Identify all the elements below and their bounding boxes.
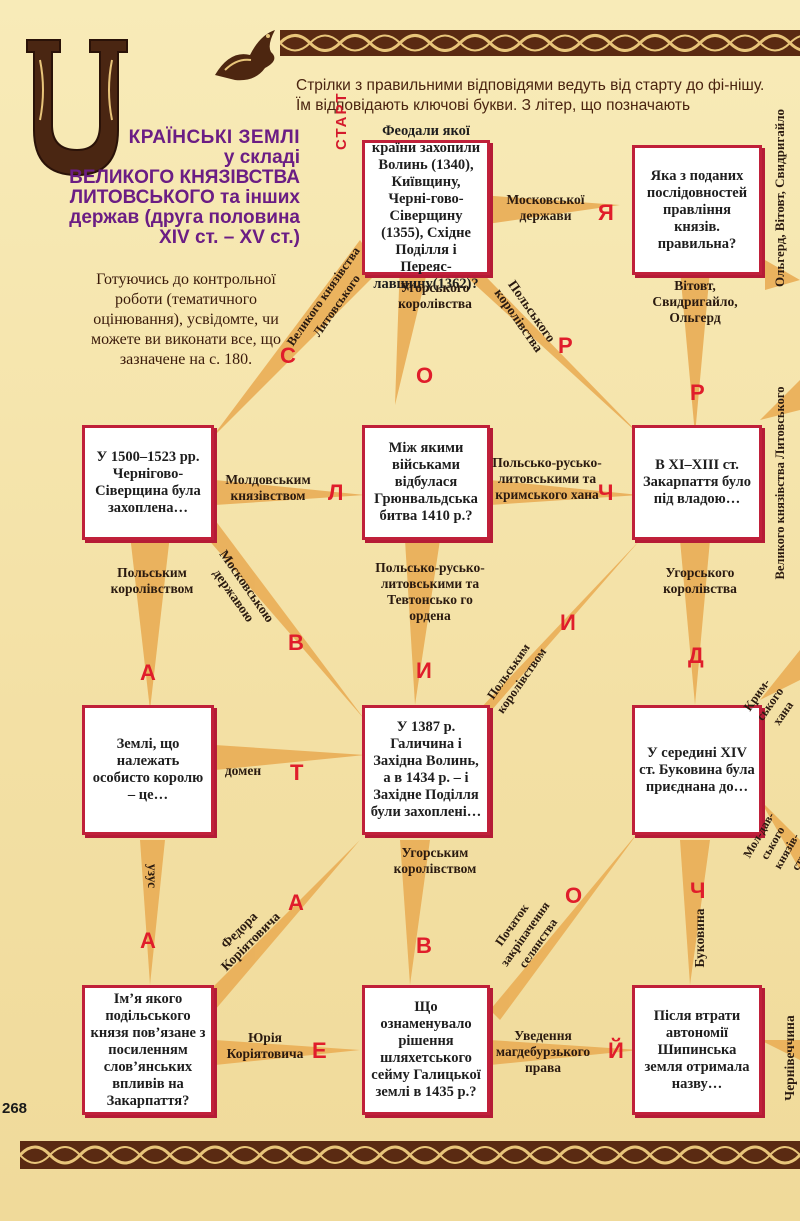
question-box-10: Що ознаменувало рішення шляхетського сей… xyxy=(362,985,490,1115)
question-box-5: В XI–XIII ст. Закарпаття було під владою… xyxy=(632,425,762,540)
answer-label-moskovskoi: Московської держави xyxy=(506,192,585,223)
key-letter: Д xyxy=(688,643,704,668)
question-box-2: Яка з поданих послідовностей правління к… xyxy=(632,145,762,275)
answer-label-velykoho-right: Великого князівства Литовського xyxy=(773,386,787,580)
intro-text: Стрілки з правильними відповідями ведуть… xyxy=(296,77,765,114)
answer-label-polsko-tevton: Польсько-русько-литовськими та Тевтонськ… xyxy=(375,560,485,623)
answer-label-mahdeburzkoho: Уведення магдебурзького права xyxy=(495,1028,591,1075)
answer-label-chernivechyna: Чернівеччина xyxy=(782,1015,797,1101)
key-letter: Т xyxy=(290,760,304,785)
key-letter: О xyxy=(416,363,434,388)
key-letter: О xyxy=(565,883,583,908)
initial-letter-u-icon xyxy=(26,39,128,177)
key-letter: С xyxy=(280,343,296,368)
key-letter: Я xyxy=(598,200,614,225)
answer-label-polskym-left: Польським королівством xyxy=(110,565,194,596)
key-letter: И xyxy=(416,658,432,683)
page-number: 268 xyxy=(2,1100,28,1117)
key-letter: Р xyxy=(690,380,705,405)
key-letter: А xyxy=(288,890,304,915)
page-title: КРАЇНСЬКІ ЗЕМЛІ у складі ВЕЛИКОГО КНЯЗІВ… xyxy=(69,127,300,248)
question-box-6: Землі, що належать особисто королю – це… xyxy=(82,705,214,835)
question-box-9: Ім’я якого подільського князя пов’язане … xyxy=(82,985,214,1115)
key-letter: А xyxy=(140,660,156,685)
question-box-4: Між якими військами відбулася Грюнвальдс… xyxy=(362,425,490,540)
key-letter: И xyxy=(560,610,576,635)
key-letter: Л xyxy=(328,480,344,505)
question-box-3: У 1500–1523 рр. Чернігово-Сіверщина була… xyxy=(82,425,214,540)
ornament-border-top xyxy=(280,30,800,56)
key-letter: Й xyxy=(608,1038,624,1063)
key-letter: Ч xyxy=(690,878,706,903)
prep-text: Готуючись до контрольної роботи (тематич… xyxy=(91,271,281,368)
answer-label-uzus: узус xyxy=(145,863,160,889)
key-letter: Р xyxy=(558,333,573,358)
answer-label-uhorskym: Угорським королівством xyxy=(393,845,477,876)
key-letter: В xyxy=(288,630,304,655)
answer-label-vytovt: Вітовт, Свидригайло, Ольгерд xyxy=(652,278,738,325)
answer-label-yuriia: Юрія Коріятовича xyxy=(226,1030,304,1061)
key-letter: Е xyxy=(312,1038,327,1063)
start-label: СТАРТ xyxy=(333,91,350,150)
answer-label-domen: домен xyxy=(224,763,262,778)
question-box-7: У 1387 р. Галичина і Західна Волинь, а в… xyxy=(362,705,490,835)
answer-label-uhorskoho-right: Угорського королівства xyxy=(663,565,737,596)
answer-label-bukovyna: Буковина xyxy=(692,908,707,968)
bird-ornament-icon xyxy=(215,30,275,81)
key-letter: Ч xyxy=(598,480,614,505)
answer-label-uhorskoho-top: Угорського королівства xyxy=(398,280,472,311)
ornament-border-bottom xyxy=(20,1141,800,1169)
question-box-11: Після втрати автономії Шипинська земля о… xyxy=(632,985,762,1115)
answer-label-olgerd-vertical: Ольгерд, Вітовт, Свидригайло xyxy=(772,108,787,288)
answer-label-polsko-krym: Польсько-русько-литовськими та кримськог… xyxy=(492,455,602,502)
answer-label-moldovskym: Молдовським князівством xyxy=(225,472,311,503)
question-box-8: У середині XIV ст. Буковина була приєдна… xyxy=(632,705,762,835)
question-box-1: Феодали якої країни захопили Волинь (134… xyxy=(362,123,490,292)
key-letter: А xyxy=(140,928,156,953)
key-letter: В xyxy=(416,933,432,958)
